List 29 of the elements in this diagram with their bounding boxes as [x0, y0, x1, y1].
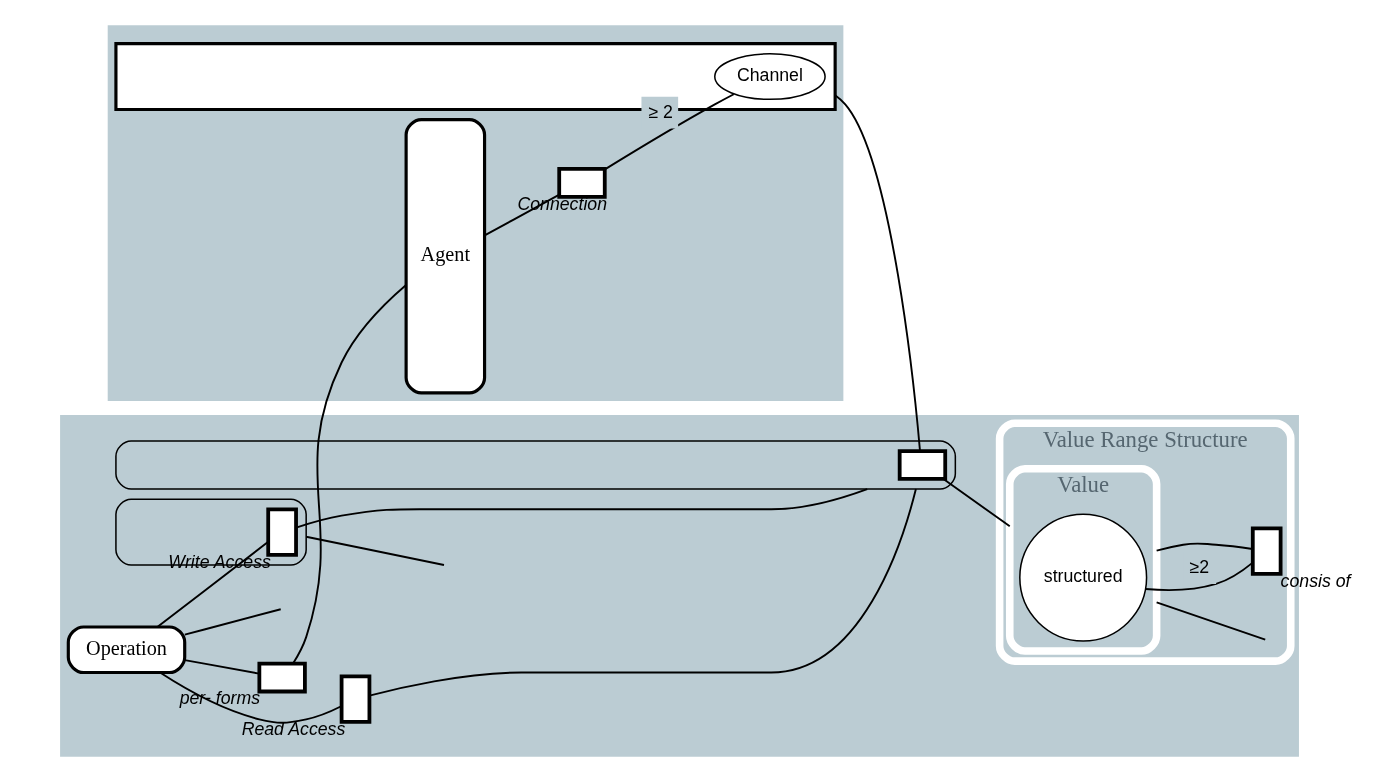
cluster	[115, 498, 307, 566]
node-box: Agent	[404, 118, 487, 395]
connector	[1144, 561, 1254, 592]
node-box	[1250, 526, 1283, 576]
connector	[1155, 601, 1267, 641]
node-box	[557, 167, 607, 199]
node-label: Read Access	[241, 718, 346, 739]
connector	[159, 671, 343, 724]
connector	[292, 284, 407, 665]
connector	[834, 94, 921, 452]
connector	[483, 193, 560, 237]
node-box	[339, 674, 372, 724]
node-label: per- forms	[179, 688, 260, 709]
node-label: consis of	[1280, 570, 1351, 591]
cluster	[115, 440, 957, 490]
node-box: Operation	[66, 625, 187, 675]
edge-label: ≥ 2	[648, 101, 673, 122]
node-circle: structured	[1019, 513, 1148, 642]
edge-label: ≥2	[1189, 557, 1210, 578]
connector	[368, 488, 917, 697]
connector	[942, 478, 1011, 528]
connector	[1155, 542, 1254, 552]
connector	[295, 488, 869, 529]
node-box	[897, 449, 948, 481]
connector	[183, 659, 261, 675]
connector	[183, 608, 282, 636]
node-box	[266, 507, 298, 557]
connector	[305, 535, 445, 566]
node-ellipse: Channel	[714, 53, 826, 101]
